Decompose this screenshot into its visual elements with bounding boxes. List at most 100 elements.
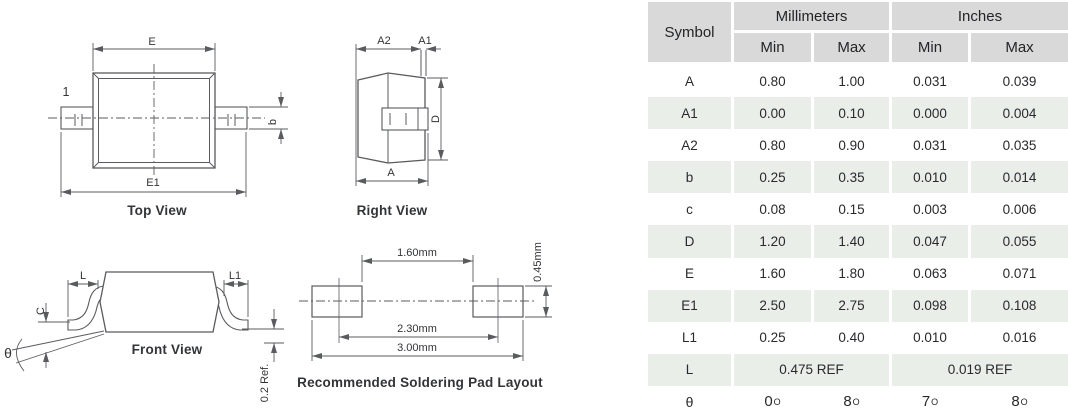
header-in-max: Max [971, 33, 1068, 62]
dim-L1 [223, 280, 249, 317]
cell-symbol: c [648, 193, 731, 226]
header-symbol: Symbol [648, 2, 731, 62]
cell-in-max: 0.035 [971, 129, 1068, 162]
cell-in-min: 0.063 [892, 257, 968, 290]
dim-label-02ref: 0.2 Ref. [259, 364, 271, 403]
front-view-left-lead [67, 285, 105, 331]
cell-in-max: 0.004 [971, 97, 1068, 130]
cell-mm-min: 0.08 [734, 193, 811, 226]
cell-symbol: b [648, 161, 731, 194]
cell-in-min: 0.047 [892, 225, 968, 258]
dim-label-L1: L1 [229, 270, 241, 282]
cell-mm-max: 1.40 [814, 225, 889, 258]
cell-symbol: θ [648, 385, 731, 419]
pin1-label: 1 [63, 85, 70, 99]
table-row-b: b 0.25 0.35 0.010 0.014 [648, 161, 1068, 194]
header-mm-min: Min [734, 33, 811, 62]
cell-mm-min: 2.50 [734, 289, 811, 322]
cell-in-min: 0.010 [892, 321, 968, 354]
cell-mm-min: 0.80 [734, 65, 811, 98]
cell-symbol: A1 [648, 97, 731, 130]
table-row-L: L 0.475 REF 0.019 REF [648, 353, 1068, 386]
pad-layout-caption: Recommended Soldering Pad Layout [297, 375, 543, 390]
header-in-min: Min [892, 33, 968, 62]
cell-mm-ref: 0.475 REF [734, 353, 889, 386]
table-row-L1: L1 0.25 0.40 0.010 0.016 [648, 321, 1068, 354]
dim-C [38, 303, 70, 368]
cell-in-min: 0.098 [892, 289, 968, 322]
cell-in-ref: 0.019 REF [892, 353, 1068, 386]
cell-symbol: E [648, 257, 731, 290]
right-view-lead-lines [420, 50, 427, 76]
dim-label-E: E [148, 36, 155, 48]
cell-symbol: L [648, 353, 731, 386]
dim-E1 [60, 132, 247, 197]
cell-mm-max: 0.35 [814, 161, 889, 194]
cell-mm-min: 0.25 [734, 321, 811, 354]
right-view-lead [381, 107, 429, 131]
dim-label-A: A [387, 167, 395, 179]
right-view-drawing: A2 A1 D A Right View [355, 35, 448, 218]
table-row-A2: A2 0.80 0.90 0.031 0.035 [648, 129, 1068, 162]
cell-in-min: 0.031 [892, 65, 968, 98]
cell-in-min: 0.000 [892, 97, 968, 130]
front-view-drawing: L L1 C θ 0.2 Ref. Front View [4, 270, 284, 402]
cell-mm-max: 1.80 [814, 257, 889, 290]
header-mm-max: Max [814, 33, 889, 62]
top-view-drawing: E E1 b 1 Top View [48, 36, 288, 218]
dim-label-A2: A2 [377, 35, 390, 47]
table-row-E1: E1 2.50 2.75 0.098 0.108 [648, 289, 1068, 322]
dim-pad-inner [361, 255, 474, 282]
table-row-A1: A1 0.00 0.10 0.000 0.004 [648, 97, 1068, 130]
dim-L [67, 280, 99, 317]
dim-label-theta: θ [4, 345, 12, 361]
dim-D [427, 77, 448, 161]
cell-mm-min: 1.20 [734, 225, 811, 258]
cell-mm-max: 0.15 [814, 193, 889, 226]
pad-center-extensions [338, 278, 499, 343]
dimensions-table: Symbol Millimeters Inches Min Max Min Ma… [648, 2, 1068, 419]
cell-symbol: D [648, 225, 731, 258]
cell-in-max: 0.039 [971, 65, 1068, 98]
cell-in-max: 0.014 [971, 161, 1068, 194]
pad-layout-drawing: 1.60mm 2.30mm 3.00mm 0.45mm Recommended … [297, 242, 552, 390]
dim-b [249, 92, 288, 144]
cell-in-min: 0.031 [892, 129, 968, 162]
table-header: Symbol Millimeters Inches Min Max Min Ma… [648, 2, 1068, 62]
pad-left [311, 285, 363, 318]
cell-in-max: 0.006 [971, 193, 1068, 226]
cell-mm-min: 0.25 [734, 161, 811, 194]
cell-mm-max: 0.10 [814, 97, 889, 130]
front-view-body [99, 271, 220, 333]
dim-A [356, 133, 429, 186]
cell-mm-min: 0.00 [734, 97, 811, 130]
dim-pad-height [525, 285, 552, 318]
cell-symbol: L1 [648, 321, 731, 354]
dim-label-300mm: 3.00mm [397, 342, 437, 354]
top-view-centerlines [48, 64, 265, 176]
dim-label-C: C [35, 307, 47, 315]
dim-label-160mm: 1.60mm [397, 247, 437, 259]
cell-in-max: 0.108 [971, 289, 1068, 322]
cell-in-max: 0.071 [971, 257, 1068, 290]
table-row-E: E 1.60 1.80 0.063 0.071 [648, 257, 1068, 290]
cell-mm-max: 0.90 [814, 129, 889, 162]
cell-mm-max: 1.00 [814, 65, 889, 98]
cell-in-min: 0.010 [892, 161, 968, 194]
cell-symbol: E1 [648, 289, 731, 322]
top-view-bevels [92, 72, 216, 169]
header-millimeters: Millimeters [734, 2, 889, 30]
dim-label-L: L [80, 270, 86, 282]
top-view-caption: Top View [127, 203, 187, 218]
table-row-A: A 0.80 1.00 0.031 0.039 [648, 65, 1068, 98]
cell-mm-min: 0.80 [734, 129, 811, 162]
theta-angle-lines [11, 330, 105, 372]
cell-mm-min: 1.60 [734, 257, 811, 290]
table-body: A 0.80 1.00 0.031 0.039 A1 0.00 0.10 0.0… [648, 65, 1068, 419]
dim-label-D: D [430, 115, 442, 123]
